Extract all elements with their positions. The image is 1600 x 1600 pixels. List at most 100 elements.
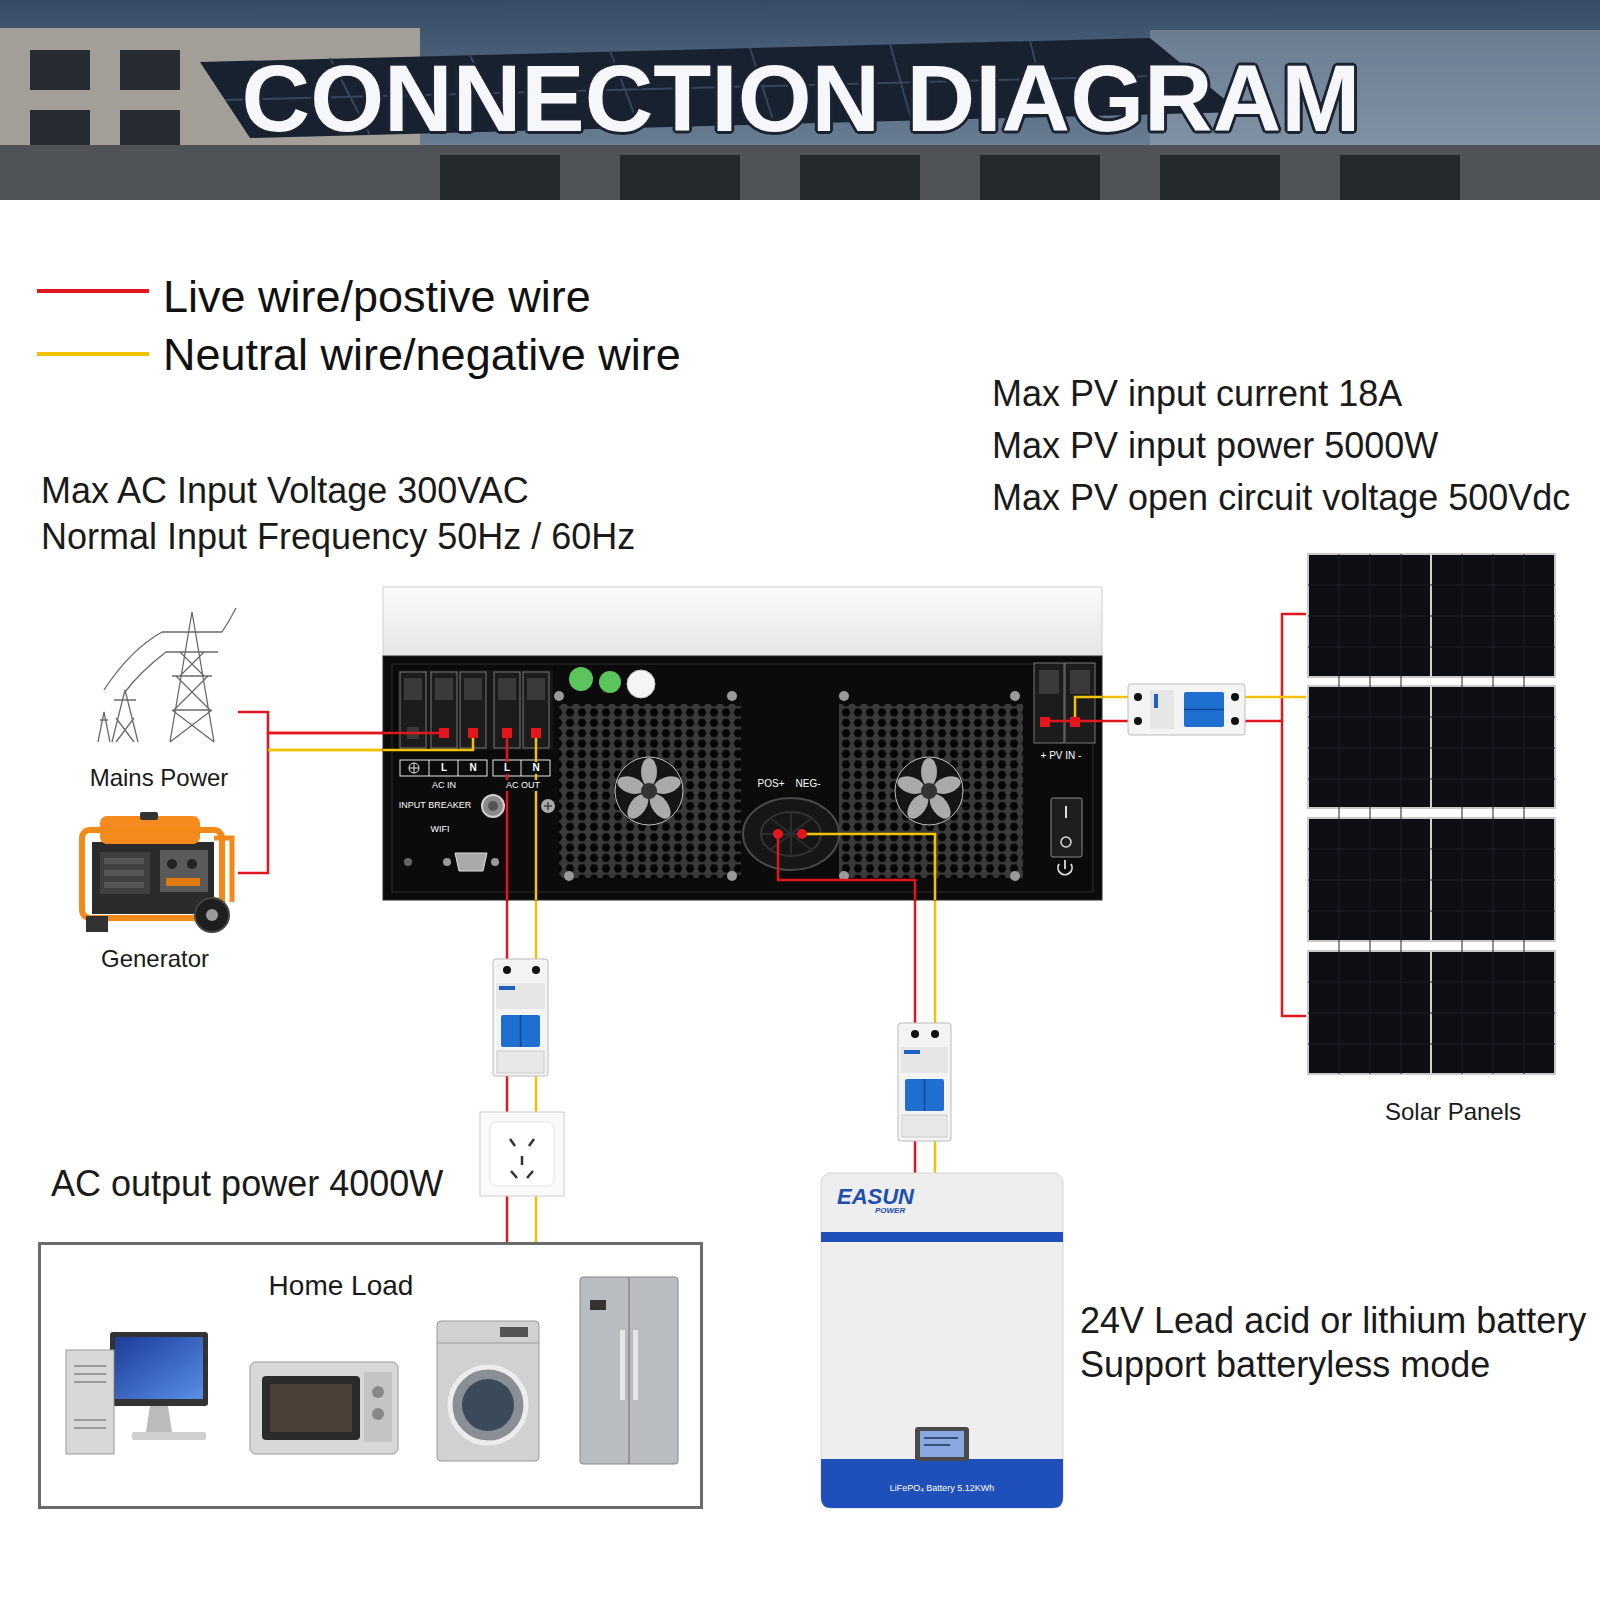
inverter-housing [554, 691, 564, 701]
node-text: INPUT BREAKER [397, 800, 473, 811]
generator-icon [166, 878, 200, 886]
transmission-tower-icon [112, 690, 138, 742]
wire-pair [238, 733, 383, 873]
home-appliances [580, 1277, 678, 1464]
inverter-housing [564, 871, 574, 881]
home-appliances [437, 1343, 539, 1344]
hybrid-inverter: LNLNAC INAC OUTINPUT BREAKERWIFIPOS+NEG-… [383, 587, 1102, 900]
generator-icon [206, 909, 218, 921]
live-wire [1282, 614, 1306, 1016]
terminal-screws [439, 717, 1080, 839]
cooling-fan [895, 757, 963, 825]
inverter-housing [443, 858, 451, 866]
ac-output-breaker [501, 1015, 540, 1047]
node-text: EASUN [837, 1186, 914, 1208]
inverter-housing [392, 664, 1093, 892]
inverter-housing [544, 802, 552, 810]
cooling-fan [895, 757, 963, 825]
internal-wire-stubs [1075, 697, 1102, 718]
ac-terminal-block [398, 670, 553, 750]
pv-terminal-block [1034, 663, 1064, 743]
node-text: Generator [101, 947, 209, 971]
battery-body [821, 1173, 1063, 1508]
terminal-screws [531, 728, 541, 738]
home-appliances [132, 1432, 206, 1440]
terminal-screws [1070, 717, 1080, 727]
cooling-fan [615, 757, 683, 825]
pv-terminal-block [1034, 663, 1095, 743]
cooling-fan [921, 783, 937, 799]
solar-panels [1308, 554, 1555, 1074]
legend-line-samples [37, 289, 149, 293]
pv-terminal-block [1039, 670, 1059, 694]
generator-icon [100, 852, 150, 894]
legend-text: Live wire/postive wire [163, 274, 591, 319]
cooling-fan [641, 783, 657, 799]
ac-output-breaker [503, 966, 511, 974]
battery-breaker [898, 1023, 951, 1141]
battery-breaker [911, 1030, 919, 1038]
home-appliances [262, 1376, 360, 1440]
home-appliances [462, 1379, 514, 1431]
battery-body [821, 1459, 1063, 1508]
terminal-label-strip [521, 760, 522, 776]
transmission-tower-icon [98, 608, 236, 742]
generator-icon [104, 870, 144, 876]
inverter-housing [727, 871, 737, 881]
power-switch [1064, 860, 1066, 869]
spec-note: Max PV open circuit voltage 500Vdc [992, 480, 1570, 516]
battery-breaker [905, 1079, 944, 1111]
inverter-housing [627, 670, 655, 698]
inverter-housing [1010, 871, 1020, 881]
home-appliances [74, 1366, 106, 1428]
inverter-housing [839, 691, 849, 701]
inverter-housing [383, 656, 1102, 900]
battery-body [924, 1438, 958, 1445]
battery-body [821, 1173, 1063, 1508]
node-text: POS+ [756, 778, 787, 790]
ac-terminal-block [431, 672, 457, 748]
spec-note: Support batteryless mode [1080, 1347, 1490, 1383]
ac-wall-socket [480, 1112, 564, 1196]
banner-photo [0, 0, 1600, 200]
inverter-housing [727, 691, 737, 701]
pv-circuit-breaker [1184, 692, 1224, 727]
spec-note: Max PV input current 18A [992, 376, 1402, 412]
inverter-housing [1010, 691, 1020, 701]
spec-note: Max PV input power 5000W [992, 428, 1438, 464]
node-text: NEG- [794, 778, 823, 790]
generator-icon [214, 838, 232, 902]
battery-breaker [931, 1030, 939, 1038]
mains-power-source: Mains Power [80, 605, 238, 795]
power-switch [1061, 837, 1071, 847]
ac-output-breaker [496, 983, 545, 1009]
power-switch [1051, 798, 1082, 875]
terminal-screws [439, 728, 449, 738]
pv-circuit-breaker [1134, 717, 1142, 725]
pv-terminal-block [1070, 670, 1090, 694]
generator-icon [140, 812, 158, 820]
home-appliances [450, 1367, 526, 1443]
terminal-screws [468, 728, 478, 738]
ac-output-breaker [493, 959, 548, 1076]
node-text: L [502, 762, 512, 774]
battery-breaker [901, 1047, 948, 1073]
inverter-housing [541, 799, 555, 813]
transmission-tower-icon [162, 612, 222, 742]
node-text: + PV IN - [1039, 750, 1084, 762]
internal-wire-stubs [506, 733, 509, 900]
node-text: Home Load [269, 1272, 414, 1300]
home-appliances [500, 1327, 528, 1337]
ac-terminal-block [435, 678, 453, 700]
battery-body [920, 1431, 964, 1457]
battery-pack: EASUNPOWERLiFePO₄ Battery 5.12KWh [821, 1173, 1063, 1508]
solar-panel-array: Solar Panels [1306, 550, 1562, 1130]
spec-note: 24V Lead acid or lithium battery [1080, 1303, 1586, 1339]
pv-circuit-breaker [1231, 693, 1239, 701]
legend-text: Neutral wire/negative wire [163, 332, 681, 377]
terminal-label-strip [429, 760, 458, 776]
generator-icon [104, 882, 144, 888]
pv-circuit-breaker [1128, 684, 1245, 735]
generator-icon [167, 859, 177, 869]
node-text: Mains Power [90, 766, 229, 790]
